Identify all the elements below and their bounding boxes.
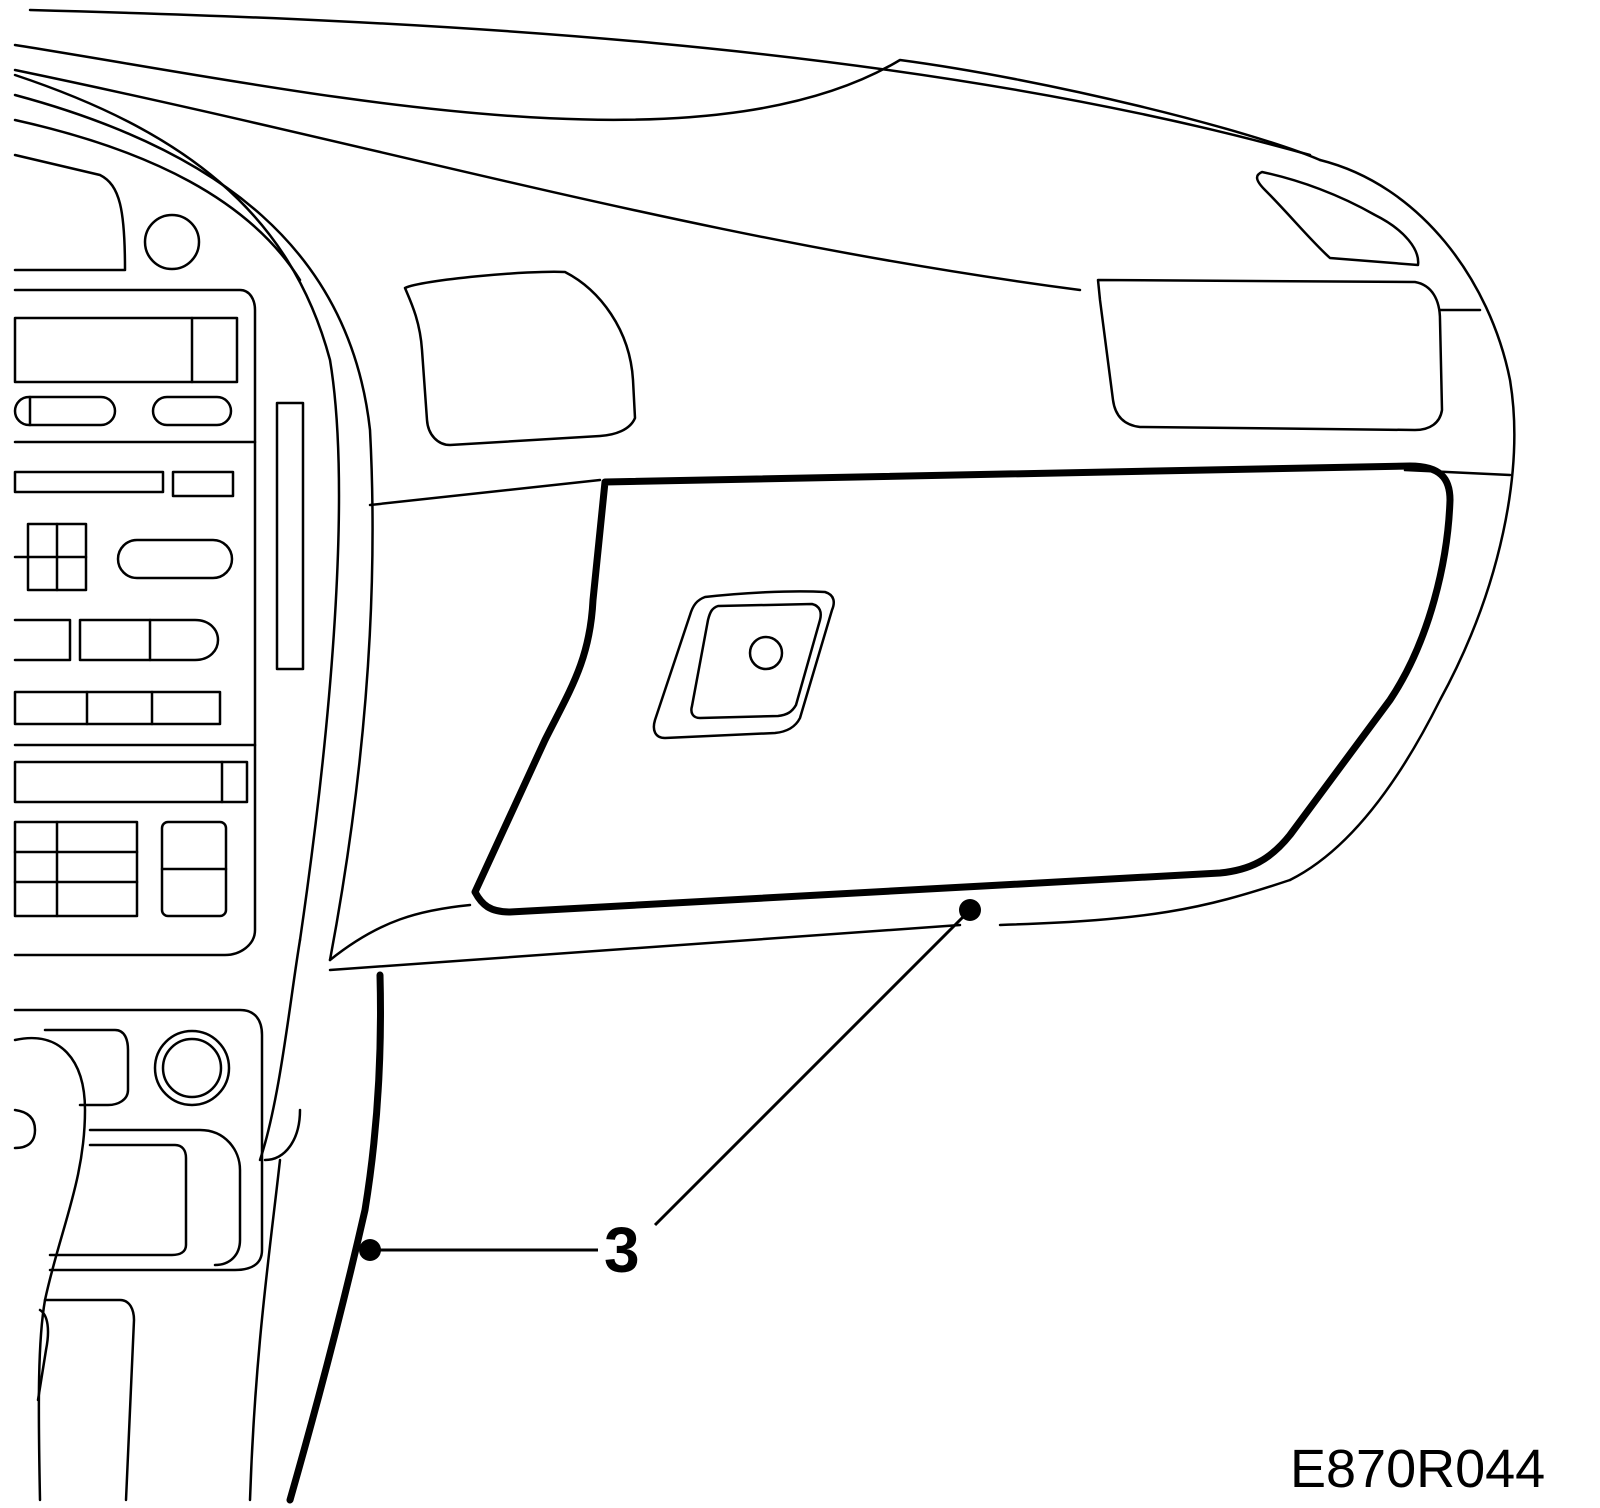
callout-dot-icon xyxy=(359,1239,381,1261)
right-air-vent xyxy=(1096,278,1482,432)
glovebox-handle xyxy=(652,590,835,740)
callout-number: 3 xyxy=(604,1214,640,1286)
lower-console xyxy=(13,1008,264,1502)
glovebox-lid xyxy=(471,462,1454,916)
side-defrost-vent xyxy=(1255,170,1420,267)
side-trim-panel xyxy=(286,971,384,1504)
left-air-vent xyxy=(403,270,637,447)
dashboard-top-lines xyxy=(13,8,1516,927)
callout-dot-icon xyxy=(959,899,981,921)
callout-leaders xyxy=(359,899,981,1261)
center-console-frame xyxy=(13,73,1512,1502)
figure-code: E870R044 xyxy=(1290,1439,1545,1499)
radio-hvac-panel xyxy=(13,153,305,957)
